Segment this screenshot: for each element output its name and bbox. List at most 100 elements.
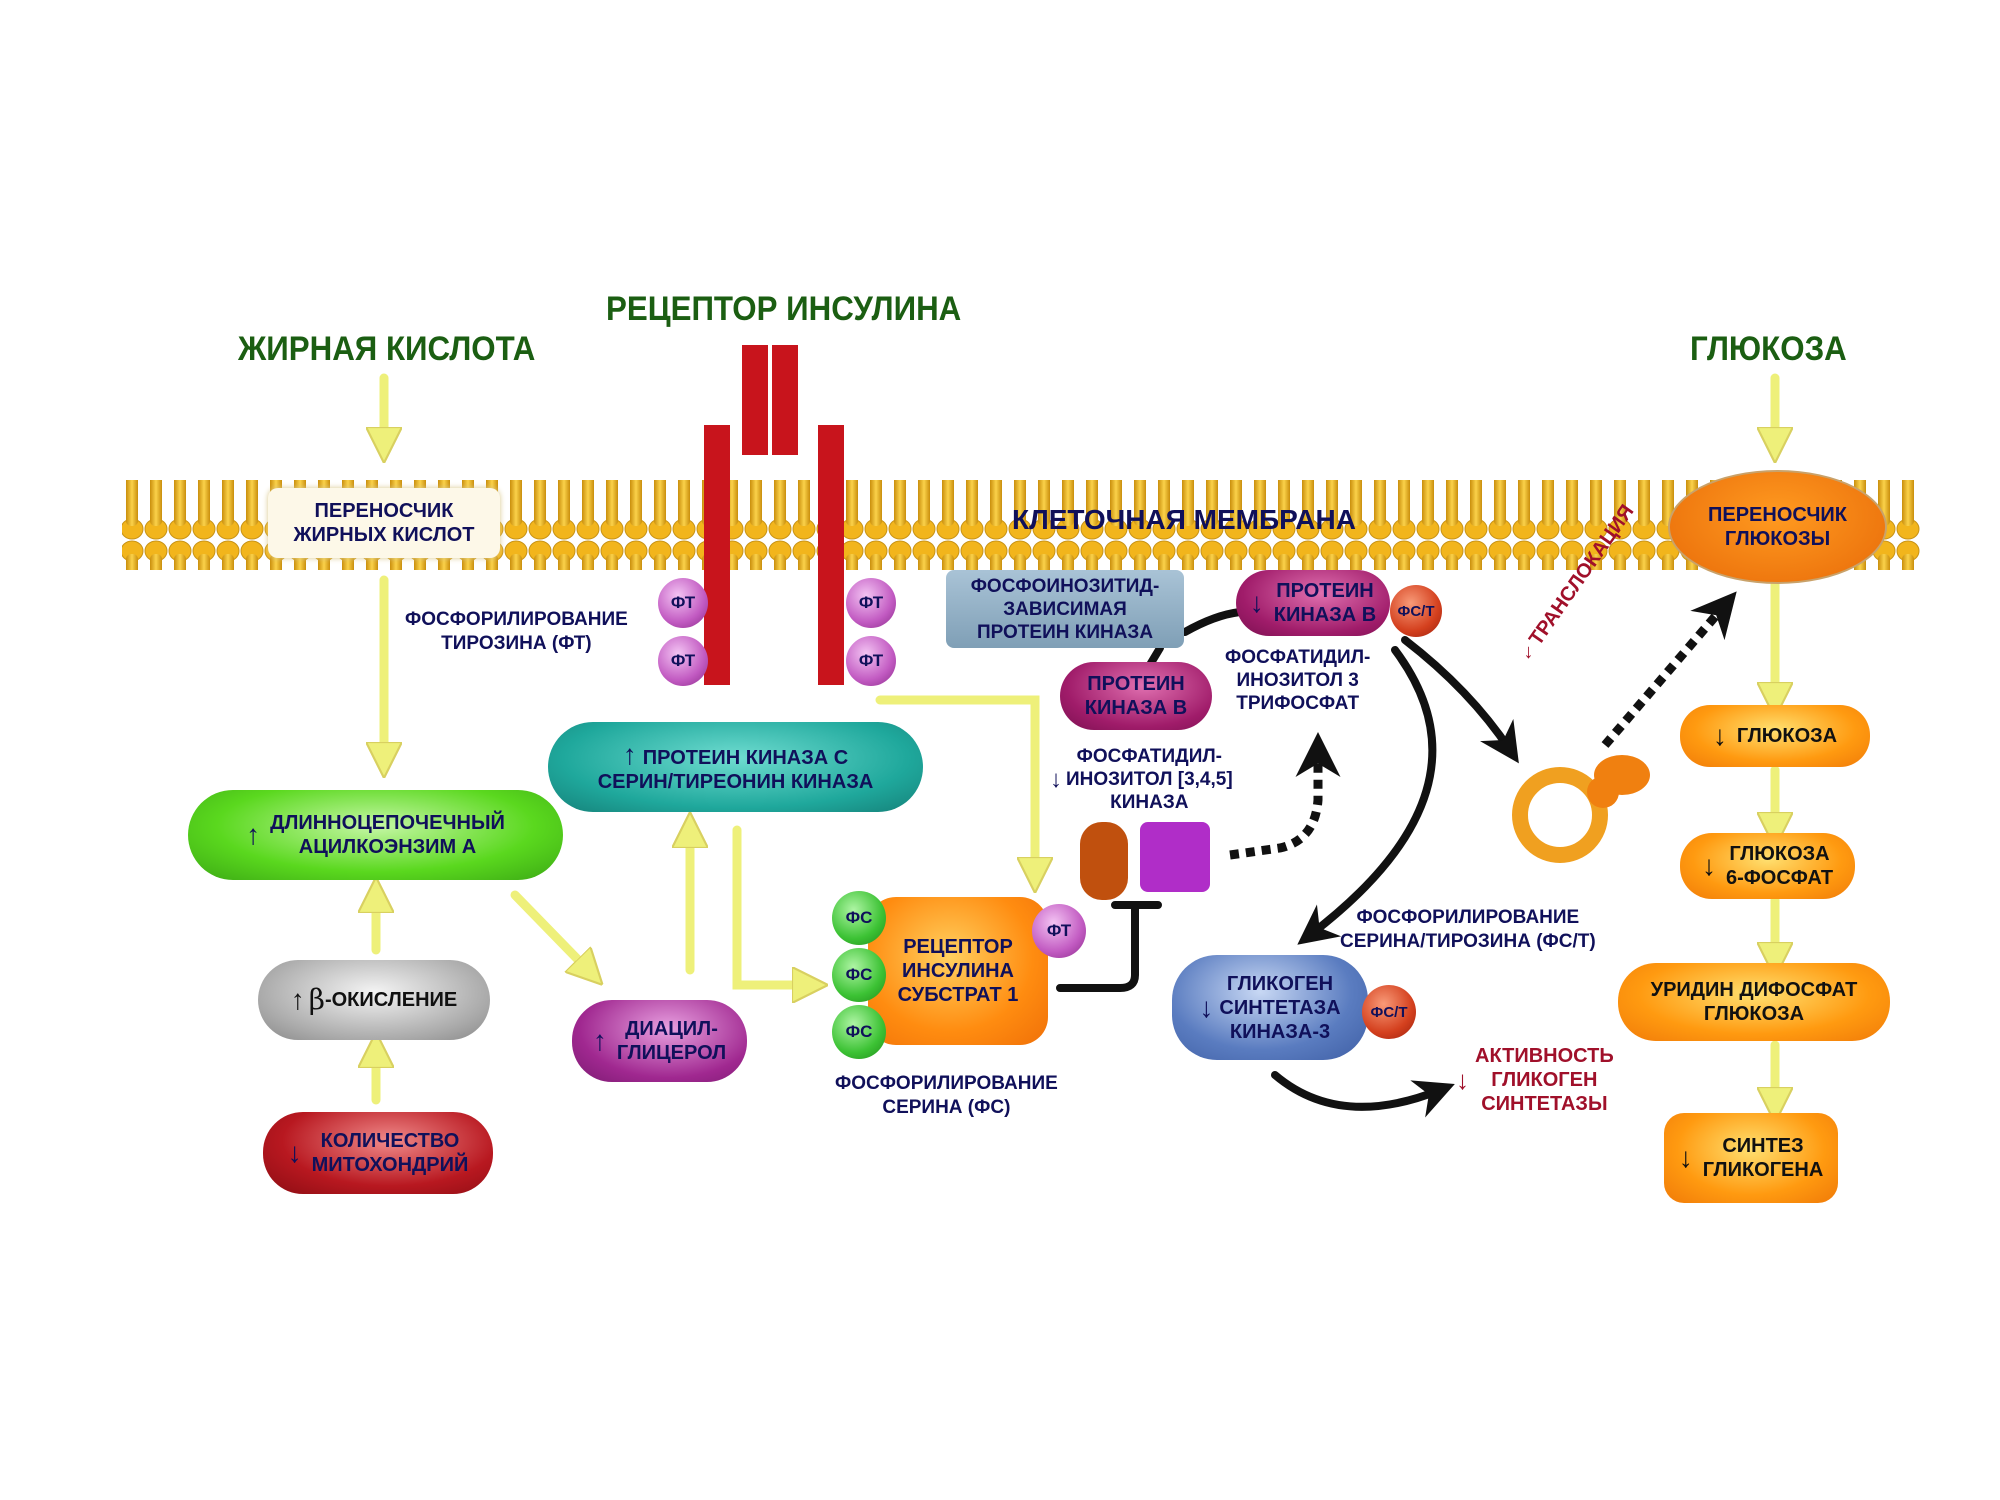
arrow-acyl-to-dag [510, 890, 590, 972]
pkc-pill: ↑ПРОТЕИН КИНАЗА С СЕРИН/ТИРЕОНИН КИНАЗА [548, 722, 923, 812]
label-line: ТИРОЗИНА (ФТ) [441, 633, 592, 654]
lcacoa-line: АЦИЛКОЭНЗИМ А [298, 836, 477, 858]
down-arrow-icon: ↓ [287, 1137, 302, 1168]
pkc-line: ПРОТЕИН КИНАЗА С [642, 746, 849, 769]
dag-line: ДИАЦИЛ- [625, 1018, 718, 1040]
pkc-line: СЕРИН/ТИРЕОНИН КИНАЗА [597, 770, 874, 793]
ps-ball: ФС [832, 948, 886, 1002]
gs-activity-label: ↓ АКТИВНОСТЬ ГЛИКОГЕН СИНТЕТАЗЫ [1456, 1044, 1614, 1116]
down-arrow-icon: ↓ [1523, 640, 1534, 663]
irs1-line: СУБСТРАТ 1 [897, 984, 1019, 1006]
glucose-transporter-line-2: ГЛЮКОЗЫ [1724, 528, 1831, 550]
synth-line: ГЛИКОГЕНА [1702, 1159, 1824, 1181]
up-arrow-icon: ↑ [592, 1025, 607, 1056]
pdk-line: ПРОТЕИН КИНАЗА [976, 621, 1154, 643]
gsk3-to-gs-activity-arrow [1271, 1071, 1455, 1118]
ser-tyr-phosphorylation-label: ФОСФОРИЛИРОВАНИЕ СЕРИНА/ТИРОЗИНА (ФС/Т) [1340, 906, 1596, 954]
pdk-line: ФОСФОИНОЗИТИД- [970, 575, 1160, 597]
glucose-line: ГЛЮКОЗА [1736, 725, 1838, 747]
pkb-line: ПРОТЕИН [1276, 580, 1374, 602]
pkb-low-line: ПРОТЕИН [1087, 673, 1185, 695]
irs1-inhibits-pi3k [1056, 901, 1162, 992]
tyrosine-phosphorylation-label: ФОСФОРИЛИРОВАНИЕ ТИРОЗИНА (ФТ) [405, 608, 628, 656]
header-fatty-acid: ЖИРНАЯ КИСЛОТА [238, 330, 536, 368]
gsk3-line: СИНТЕТАЗА [1219, 996, 1341, 1019]
up-arrow-icon: ↑ [290, 984, 305, 1015]
pdk-line: ЗАВИСИМАЯ [1003, 598, 1127, 620]
pi3k-regulatory-subunit [1080, 822, 1128, 900]
black-connectors [1056, 608, 1519, 1118]
udp-line: ГЛЮКОЗА [1703, 1003, 1805, 1025]
pkb-line: КИНАЗА В [1273, 604, 1377, 626]
mitochondria-pill: ↓ КОЛИЧЕСТВО МИТОХОНДРИЙ [263, 1112, 493, 1194]
lcacoa-pill: ↑ ДЛИННОЦЕПОЧЕЧНЫЙ АЦИЛКОЭНЗИМ А [188, 790, 563, 880]
fat-transporter-line-2: ЖИРНЫХ КИСЛОТ [293, 524, 475, 546]
header-insulin-receptor: РЕЦЕПТОР ИНСУЛИНА [606, 290, 962, 328]
label-line: ФОСФАТИДИЛ- [1225, 647, 1371, 668]
pkb-low: ПРОТЕИН КИНАЗА В [1060, 662, 1212, 730]
pt-ball: ФТ [846, 578, 896, 628]
label-line: ГЛИКОГЕН [1491, 1069, 1598, 1091]
arrow-receptor-to-irs1 [875, 695, 1035, 875]
yellow-arrows [376, 373, 1775, 1105]
label-line: АКТИВНОСТЬ [1475, 1045, 1614, 1067]
down-arrow-icon: ↓ [1050, 765, 1062, 793]
insulin-receptor [704, 345, 844, 685]
pkb-top: ↓ ПРОТЕИН КИНАЗА В [1236, 570, 1390, 636]
irs1-line: РЕЦЕПТОР [903, 936, 1013, 958]
mito-line: КОЛИЧЕСТВО [320, 1130, 460, 1152]
pst-ball-pkb: ФС/Т [1390, 585, 1442, 637]
g6p-pill: ↓ ГЛЮКОЗА 6-ФОСФАТ [1680, 833, 1855, 899]
g6p-line: 6-ФОСФАТ [1725, 867, 1834, 889]
dag-line: ГЛИЦЕРОЛ [616, 1042, 727, 1064]
pkb-to-vesicle-arrow [1401, 636, 1519, 764]
label-line: СЕРИНА (ФС) [882, 1097, 1011, 1118]
ps-ball: ФС [832, 1005, 886, 1059]
mito-line: МИТОХОНДРИЙ [311, 1154, 469, 1176]
beta-ox-text: -ОКИСЛЕНИЕ [324, 989, 458, 1011]
irs1-box: РЕЦЕПТОР ИНСУЛИНА СУБСТРАТ 1 [868, 897, 1048, 1045]
pdk-to-pkb-line [1181, 608, 1244, 636]
pt-ball: ФТ [658, 636, 708, 686]
label-line: ФОСФАТИДИЛ- [1076, 746, 1223, 767]
lcacoa-line: ДЛИННОЦЕПОЧЕЧНЫЙ [270, 812, 505, 834]
label-line: СИНТЕТАЗЫ [1481, 1093, 1608, 1115]
synth-line: СИНТЕЗ [1722, 1135, 1804, 1157]
pi3k-to-pip3-dashed [1229, 732, 1341, 860]
arrow-pkc-to-irs1 [732, 825, 810, 985]
down-arrow-icon: ↓ [1456, 1065, 1469, 1095]
pkb-low-line: КИНАЗА В [1084, 697, 1188, 719]
glucose-transporter-line-1: ПЕРЕНОСЧИК [1708, 504, 1847, 526]
g6p-line: ГЛЮКОЗА [1729, 843, 1830, 865]
gsk3-pill: ↓ ГЛИКОГЕН СИНТЕТАЗА КИНАЗА-3 [1172, 955, 1368, 1060]
gsk3-line: ГЛИКОГЕН [1226, 972, 1334, 995]
dashed-arrows [1229, 591, 1737, 860]
up-arrow-icon: ↑ [622, 738, 637, 770]
ps-ball: ФС [832, 891, 886, 945]
beta-oxidation-pill: ↑ β -ОКИСЛЕНИЕ [258, 960, 490, 1040]
down-arrow-icon: ↓ [1199, 991, 1214, 1023]
label-line: ТРИФОСФАТ [1236, 693, 1360, 714]
label-line: ИНОЗИТОЛ 3 [1236, 670, 1359, 691]
glucose-pill: ↓ ГЛЮКОЗА [1680, 705, 1870, 767]
serine-phosphorylation-label: ФОСФОРИЛИРОВАНИЕ СЕРИНА (ФС) [835, 1072, 1058, 1120]
pip3-label: ФОСФАТИДИЛ- ИНОЗИТОЛ 3 ТРИФОСФАТ [1225, 646, 1370, 715]
header-glucose: ГЛЮКОЗА [1690, 330, 1847, 368]
pi3k-catalytic-subunit [1140, 822, 1210, 892]
dag-pill: ↑ ДИАЦИЛ- ГЛИЦЕРОЛ [572, 1000, 747, 1082]
label-line: ФОСФОРИЛИРОВАНИЕ [835, 1073, 1058, 1094]
pi3k-label: ↓ ФОСФАТИДИЛ- ИНОЗИТОЛ [3,4,5] КИНАЗА [1050, 745, 1233, 814]
fat-transporter-line-1: ПЕРЕНОСЧИК [314, 500, 454, 522]
label-line: ИНОЗИТОЛ [3,4,5] [1066, 769, 1233, 790]
down-arrow-icon: ↓ [1249, 587, 1264, 618]
udp-glucose-pill: УРИДИН ДИФОСФАТ ГЛЮКОЗА [1618, 963, 1890, 1041]
cell-membrane-label: КЛЕТОЧНАЯ МЕМБРАНА [1012, 504, 1356, 535]
label-line: ФОСФОРИЛИРОВАНИЕ [1356, 907, 1580, 928]
pdk-box: ФОСФОИНОЗИТИД- ЗАВИСИМАЯ ПРОТЕИН КИНАЗА [946, 570, 1184, 648]
label-line: КИНАЗА [1110, 792, 1189, 813]
pkb-to-gsk3-arrow [1297, 646, 1437, 945]
irs1-line: ИНСУЛИНА [902, 960, 1014, 982]
beta-symbol: β [308, 983, 325, 1016]
glucose-transporter: ПЕРЕНОСЧИК ГЛЮКОЗЫ [1668, 470, 1887, 584]
